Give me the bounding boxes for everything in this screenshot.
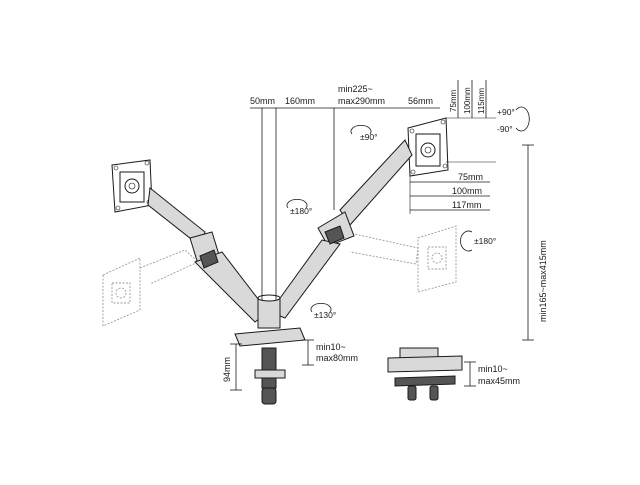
dim-56mm: 56mm	[408, 96, 433, 106]
rotation-arrows	[286, 106, 530, 313]
dim-clamp-94mm: 94mm	[222, 357, 232, 382]
grommet-mount	[387, 347, 463, 401]
rot-base-130: ±130°	[314, 310, 336, 320]
vesa-plate-right	[407, 117, 449, 177]
dim-vesa-h117: 117mm	[452, 200, 481, 210]
dim-reach-max: max290mm	[338, 96, 385, 106]
dim-vesa-h75: 75mm	[458, 172, 483, 182]
dim-50mm: 50mm	[250, 96, 275, 106]
dim-clamp-max: max80mm	[316, 353, 358, 363]
rot-rotate-90: ±90°	[360, 132, 378, 142]
dimension-lines	[230, 80, 534, 391]
dim-160mm: 160mm	[285, 96, 315, 106]
dim-grommet-max: max45mm	[478, 376, 520, 386]
arm-left	[147, 187, 269, 323]
dim-vesa-h100: 100mm	[452, 186, 482, 196]
dim-grommet-min: min10~	[478, 364, 508, 374]
rot-swivel-right: ±180°	[474, 236, 496, 246]
dim-vesa-v115: 115mm	[477, 88, 486, 114]
rot-swivel-left: ±180°	[290, 206, 312, 216]
rot-tilt-down: -90°	[497, 124, 513, 134]
ghost-monitor-right	[344, 225, 457, 293]
dim-vesa-v75: 75mm	[449, 89, 458, 112]
center-pole	[257, 294, 281, 329]
dim-vesa-v100: 100mm	[463, 87, 472, 114]
dim-clamp-min: min10~	[316, 342, 346, 352]
clamp-base	[234, 327, 306, 405]
dim-height-range: min165~max415mm	[538, 240, 548, 322]
arm-right	[269, 139, 413, 319]
dim-reach-min: min225~	[338, 84, 373, 94]
rot-tilt-up: +90°	[497, 107, 515, 117]
ghost-monitor-left	[102, 249, 199, 327]
vesa-plate-left	[111, 159, 153, 213]
